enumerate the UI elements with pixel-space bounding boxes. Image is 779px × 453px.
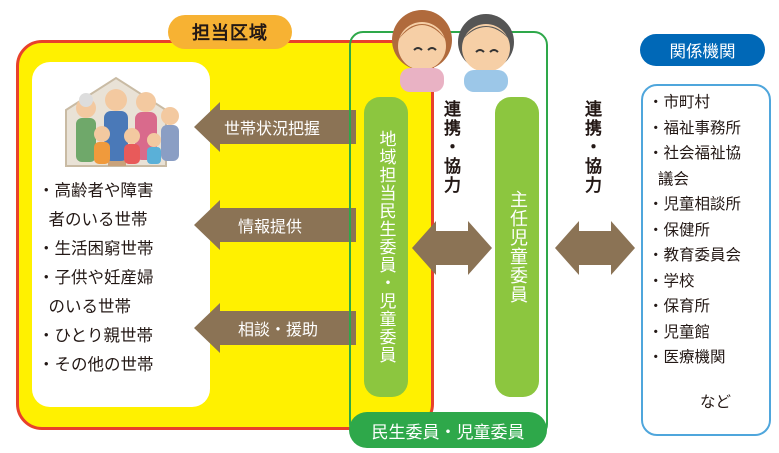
agency-item: ・保育所 bbox=[648, 297, 711, 315]
family-illustration bbox=[65, 76, 179, 167]
agency-item: ・児童館 bbox=[648, 322, 711, 341]
household-item: ・子供や妊産婦 bbox=[38, 268, 154, 287]
double-arrow-icon bbox=[555, 221, 635, 275]
link-outer-label: 連携・協力 bbox=[581, 100, 601, 195]
left-arrow-icon bbox=[194, 303, 356, 353]
agency-item: ・社会福祉協 bbox=[648, 144, 742, 162]
household-item: のいる世帯 bbox=[38, 297, 131, 316]
arrow-consult: 相談・援助 bbox=[194, 303, 356, 353]
chief-commissioner-pill: 主任児童委員 bbox=[495, 97, 539, 397]
agencies-etc: など bbox=[700, 393, 732, 411]
agency-item: 議会 bbox=[648, 169, 689, 188]
agency-item: ・教育委員会 bbox=[648, 246, 742, 264]
link-inner-label: 連携・協力 bbox=[440, 100, 460, 195]
agency-item: ・児童相談所 bbox=[648, 195, 742, 213]
arrow-info: 情報提供 bbox=[194, 200, 356, 250]
arrow-status-label: 世帯状況把握 bbox=[224, 119, 321, 138]
agencies-box bbox=[641, 84, 771, 436]
agency-item: ・医療機関 bbox=[648, 348, 726, 366]
agencies-tab: 関係機関 bbox=[640, 34, 765, 66]
arrow-status: 世帯状況把握 bbox=[194, 102, 356, 152]
local-commissioner-pill: 地域担当民生委員・児童委員 bbox=[364, 97, 408, 397]
agency-item: ・学校 bbox=[648, 271, 695, 290]
agency-item: ・福祉事務所 bbox=[648, 118, 742, 137]
household-list: ・高齢者や障害 者のいる世帯 ・生活困窮世帯 ・子供や妊産婦 のいる世帯 ・ひと… bbox=[38, 176, 214, 379]
agency-list: ・市町村 ・福祉事務所 ・社会福祉協 議会 ・児童相談所 ・保健所 ・教育委員会… bbox=[648, 90, 773, 371]
household-item: ・高齢者や障害 bbox=[38, 181, 154, 200]
agency-item: ・市町村 bbox=[648, 93, 711, 111]
commissioners-illustration bbox=[392, 10, 514, 92]
left-arrow-icon bbox=[194, 102, 356, 152]
left-arrow-icon bbox=[194, 200, 356, 250]
household-item: ・ひとり親世帯 bbox=[38, 326, 154, 345]
agency-item: ・保健所 bbox=[648, 220, 711, 239]
double-arrow-icon bbox=[412, 221, 492, 275]
arrow-consult-label: 相談・援助 bbox=[238, 320, 319, 339]
household-item: ・その他の世帯 bbox=[38, 355, 154, 374]
household-item: 者のいる世帯 bbox=[38, 210, 148, 229]
area-tab: 担当区域 bbox=[168, 15, 292, 49]
arrow-info-label: 情報提供 bbox=[238, 217, 303, 236]
household-item: ・生活困窮世帯 bbox=[38, 239, 154, 258]
commissioner-title: 民生委員・児童委員 bbox=[349, 412, 547, 448]
